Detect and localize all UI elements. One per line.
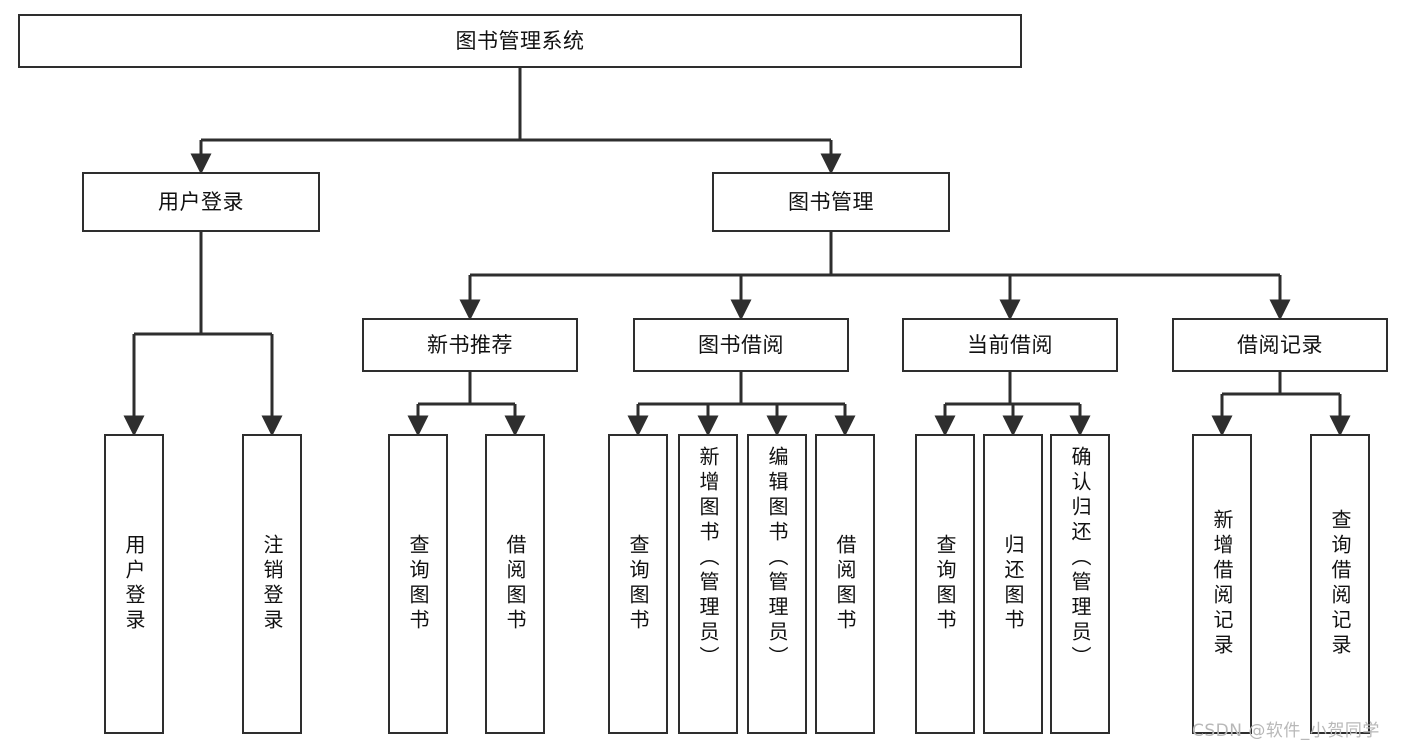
edges-borrowrecord-to-leaves [1211,372,1351,437]
node-label: 借阅图书 [503,534,527,634]
node-borrow-record[interactable]: 借阅记录 [1172,318,1388,372]
node-book-manage[interactable]: 图书管理 [712,172,950,232]
node-current-borrow[interactable]: 当前借阅 [902,318,1118,372]
node-leaf-logout-login[interactable]: 注销登录 [242,434,302,734]
node-label: 新增图书（管理员） [696,446,720,671]
node-leaf-query-book-b[interactable]: 查询图书 [608,434,668,734]
node-label: 新书推荐 [427,332,513,357]
node-leaf-query-book-c[interactable]: 查询图书 [915,434,975,734]
node-label: 新增借阅记录 [1210,509,1234,659]
node-leaf-return-book[interactable]: 归还图书 [983,434,1043,734]
node-book-borrow[interactable]: 图书借阅 [633,318,849,372]
node-leaf-edit-book[interactable]: 编辑图书（管理员） [747,434,807,734]
edges-newbook-to-leaves [407,372,526,437]
node-label: 借阅图书 [833,534,857,634]
node-leaf-query-record[interactable]: 查询借阅记录 [1310,434,1370,734]
edges-bookborrow-to-leaves [627,372,856,437]
node-label: 确认归还（管理员） [1068,446,1092,671]
node-label: 查询图书 [626,534,650,634]
node-new-book-recommend[interactable]: 新书推荐 [362,318,578,372]
node-leaf-borrow-book-a[interactable]: 借阅图书 [485,434,545,734]
node-label: 图书管理系统 [455,28,585,53]
edges-currentborrow-to-leaves [934,372,1091,437]
node-leaf-add-book[interactable]: 新增图书（管理员） [678,434,738,734]
node-label: 用户登录 [122,534,146,634]
node-root-system[interactable]: 图书管理系统 [18,14,1022,68]
node-label: 查询借阅记录 [1328,509,1352,659]
edges-bookmanage-to-level2 [459,232,1291,321]
node-leaf-user-login[interactable]: 用户登录 [104,434,164,734]
node-leaf-query-book-a[interactable]: 查询图书 [388,434,448,734]
node-label: 编辑图书（管理员） [765,446,789,671]
node-label: 归还图书 [1001,534,1025,634]
node-label: 用户登录 [158,189,244,214]
edges-userlogin-to-leaves [123,232,283,437]
node-label: 图书管理 [788,189,874,214]
node-label: 查询图书 [933,534,957,634]
csdn-watermark: CSDN @软件_小贺同学 [1192,721,1380,741]
node-leaf-borrow-book-b[interactable]: 借阅图书 [815,434,875,734]
node-label: 当前借阅 [967,332,1053,357]
node-user-login[interactable]: 用户登录 [82,172,320,232]
node-leaf-add-record[interactable]: 新增借阅记录 [1192,434,1252,734]
node-label: 图书借阅 [698,332,784,357]
node-leaf-confirm-return[interactable]: 确认归还（管理员） [1050,434,1110,734]
node-label: 借阅记录 [1237,332,1323,357]
node-label: 查询图书 [406,534,430,634]
edges-root-to-level1 [190,68,842,175]
node-label: 注销登录 [260,534,284,634]
